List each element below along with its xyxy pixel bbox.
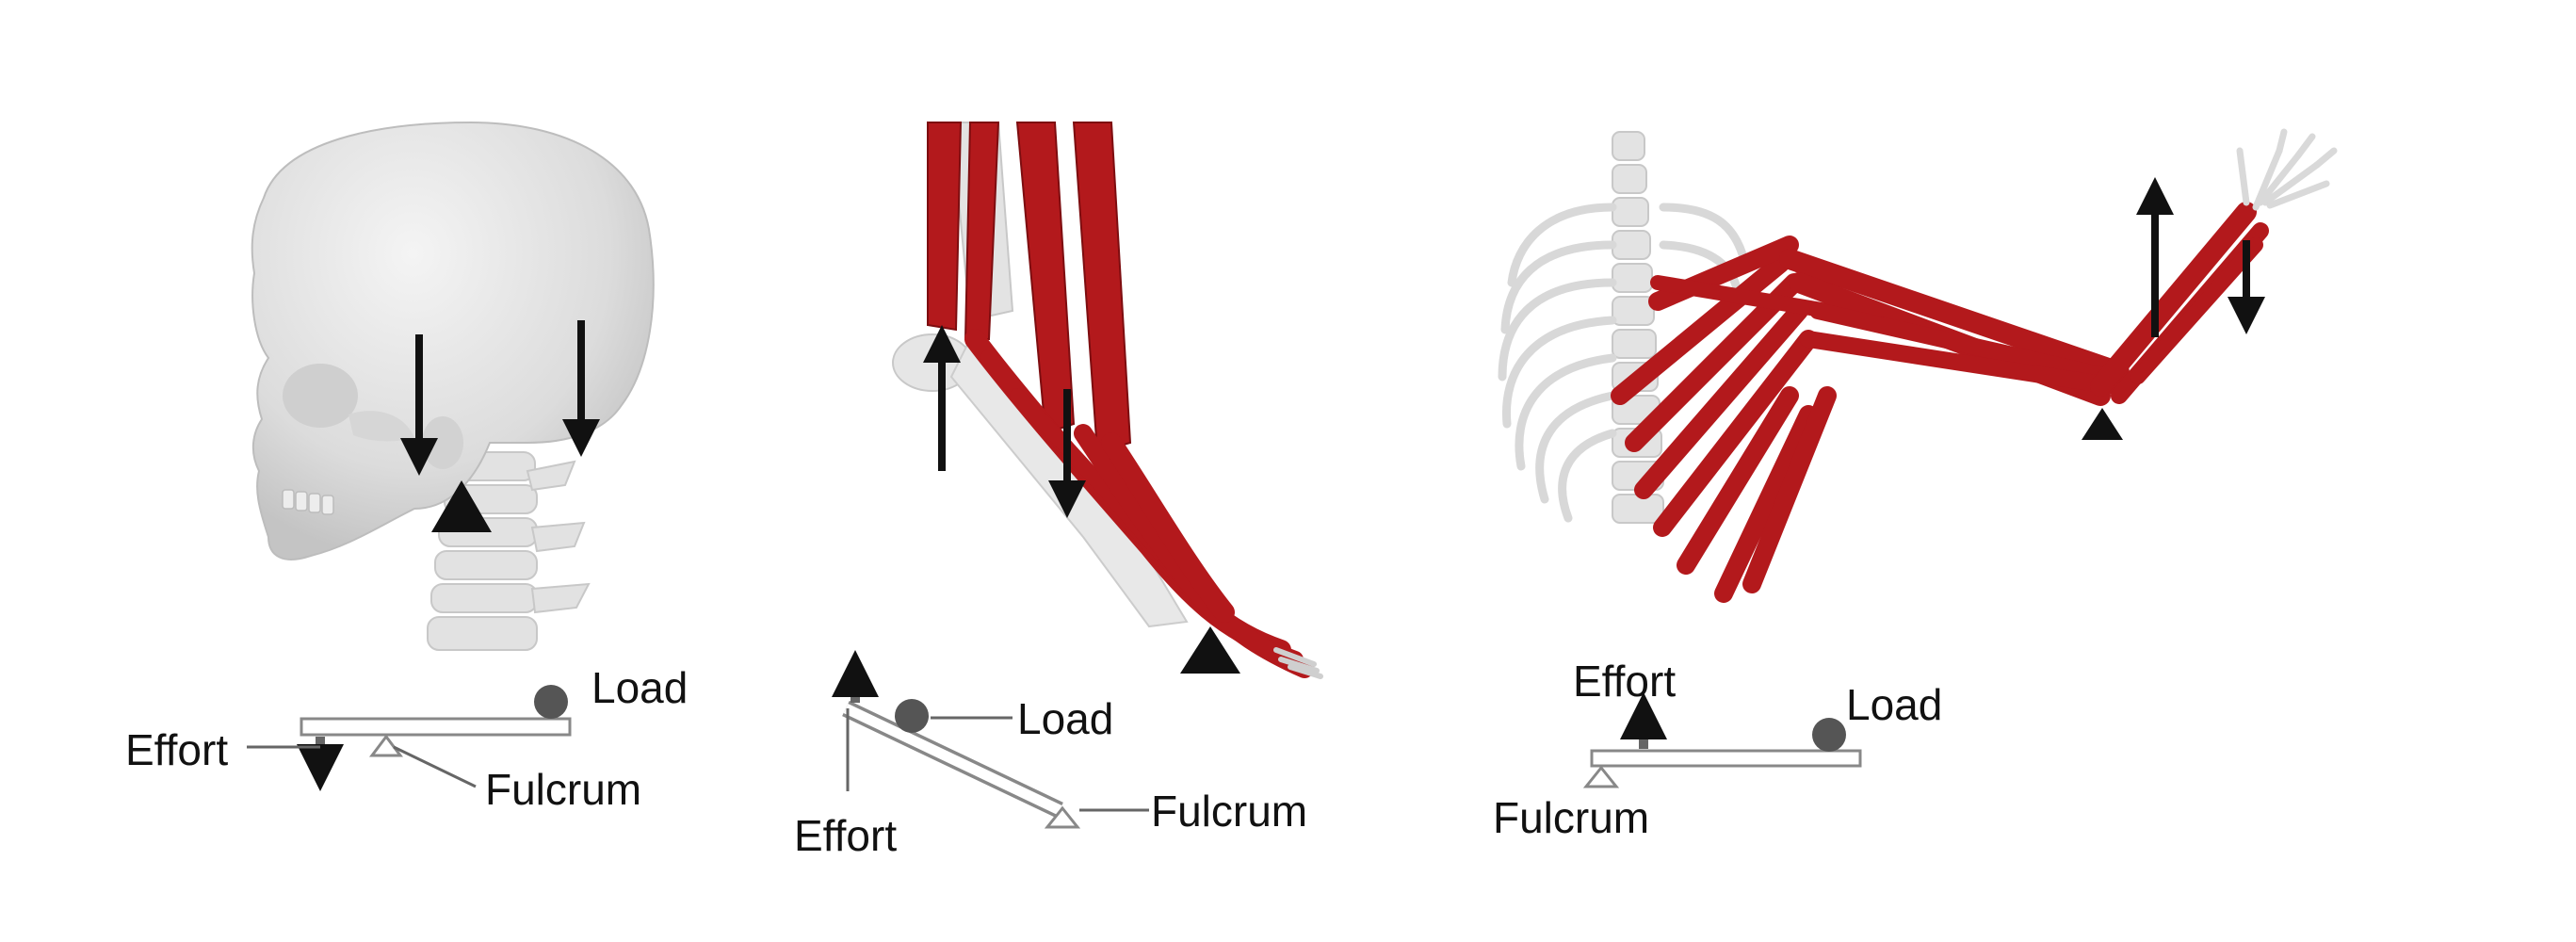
fulcrum-triangle <box>431 480 492 532</box>
panel-3-arm <box>1498 128 2338 788</box>
effort-label-3: Effort <box>1573 657 1677 706</box>
teeth <box>282 489 334 515</box>
panel-1-skull <box>247 121 655 791</box>
rib-cage <box>1498 203 1747 523</box>
lever-schematic-1 <box>247 685 572 791</box>
cervical-spine <box>427 451 591 651</box>
fulcrum-triangle <box>1180 626 1240 674</box>
eye-socket <box>283 364 358 428</box>
calf-muscles <box>927 122 1132 454</box>
shoulder-muscles <box>1611 236 1837 603</box>
fulcrum-label-3: Fulcrum <box>1493 793 1650 842</box>
load-label-1: Load <box>591 663 689 712</box>
load-label-3: Load <box>1846 680 1943 729</box>
toes <box>1273 647 1323 679</box>
schematic-fulcrum <box>369 734 403 757</box>
skull-illustration <box>251 121 655 651</box>
forearm-muscles <box>2090 202 2269 404</box>
cranium <box>251 121 655 560</box>
schematic-load <box>534 685 568 719</box>
panel-2-foot <box>832 122 1323 829</box>
calf-and-foot-illustration <box>892 122 1323 679</box>
effort-label-1: Effort <box>125 725 229 774</box>
schematic-load <box>1812 718 1846 752</box>
lever-schematic-2 <box>832 650 1149 829</box>
hand-bones <box>2236 128 2338 211</box>
foot-muscles <box>964 329 1314 678</box>
fulcrum-triangle <box>2082 408 2123 440</box>
effort-label-2: Effort <box>794 811 898 860</box>
schematic-load <box>895 699 929 733</box>
lever-schematic-3 <box>1582 692 1862 788</box>
schematic-fulcrum <box>1582 765 1620 788</box>
torso-and-arm-illustration <box>1498 128 2338 603</box>
load-label-2: Load <box>1017 694 1114 743</box>
fulcrum-label-2: Fulcrum <box>1151 787 1308 836</box>
fulcrum-label-1: Fulcrum <box>485 765 642 814</box>
upper-arm-muscles <box>1779 249 2137 406</box>
schematic-fulcrum <box>1044 805 1081 829</box>
